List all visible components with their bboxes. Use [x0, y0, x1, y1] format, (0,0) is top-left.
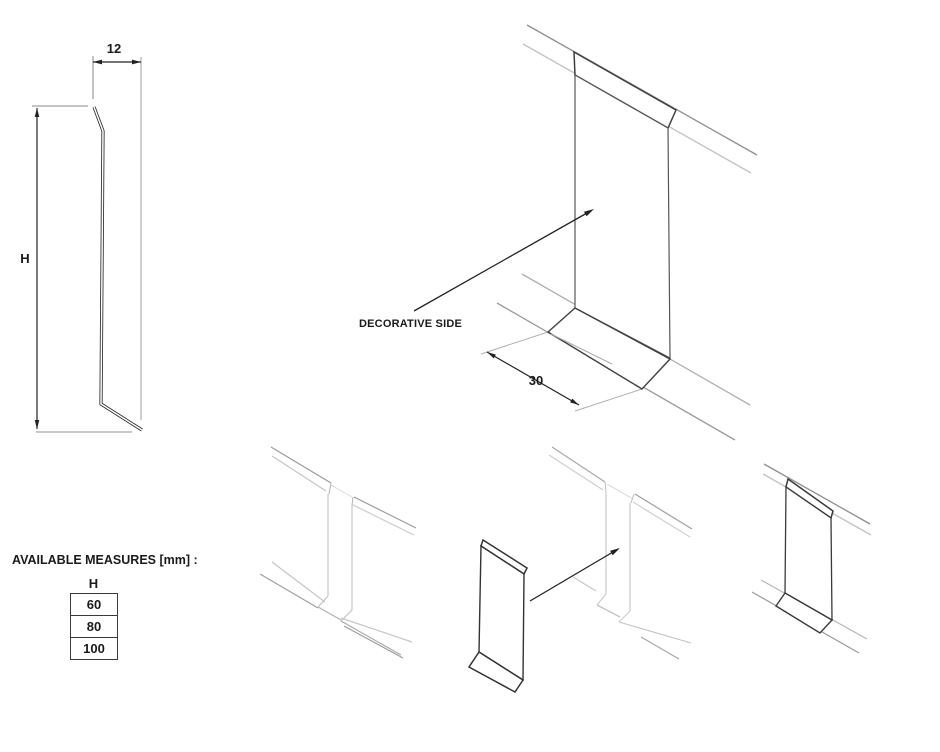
skirting-top-edge	[270, 446, 332, 484]
skirting-top-edge	[634, 493, 693, 530]
measures-row: 80	[71, 615, 117, 637]
foot-edge	[317, 606, 342, 621]
floor-line	[343, 625, 404, 659]
installation-step-view	[467, 446, 693, 693]
isometric-main-view: 30 DECORATIVE SIDE	[359, 24, 758, 441]
foot-edge	[596, 593, 607, 606]
profile-end-kink	[630, 493, 635, 504]
profile-cross-section-view: 12 H	[20, 41, 143, 433]
measures-row: 60	[86, 597, 102, 612]
profile-front-face	[574, 73, 671, 359]
joint-gap-view	[259, 446, 417, 659]
arrowhead-left-icon	[93, 59, 102, 65]
arrowhead-icon	[610, 548, 620, 556]
measures-row: 100	[71, 637, 117, 659]
cover-piece-foot	[467, 650, 525, 693]
floor-line	[572, 576, 597, 592]
arrowhead-down-icon	[34, 420, 40, 429]
exposed-wall-edge	[330, 484, 353, 498]
measures-title: AVAILABLE MEASURES [mm] :	[12, 553, 198, 567]
skirting-edge	[352, 504, 415, 536]
profile-core	[93, 106, 143, 431]
skirting-edge	[548, 454, 604, 491]
arrowhead-left-icon	[487, 352, 496, 359]
profile-end-kink	[351, 496, 354, 507]
floor-line	[259, 573, 319, 609]
dimension-line	[486, 351, 580, 406]
placement-arrow-line	[529, 551, 614, 602]
profile-end-kink	[328, 482, 332, 495]
available-measures-block: AVAILABLE MEASURES [mm] : H 60 80 100	[12, 553, 212, 660]
profile-end-kink	[604, 481, 607, 493]
extension-line	[480, 331, 549, 355]
foot-fold-line	[550, 333, 613, 365]
profile-foot-face	[546, 307, 672, 390]
foot-edge	[596, 604, 621, 618]
floor-line	[640, 636, 680, 660]
extension-line	[574, 388, 643, 412]
arrowhead-icon	[584, 209, 594, 217]
floor-line	[340, 617, 413, 643]
depth-dimension-label: 30	[529, 373, 543, 388]
measures-table: 60 80 100	[70, 593, 118, 660]
exposed-wall-edge	[606, 483, 634, 500]
foot-edge	[317, 595, 329, 608]
skirting-top-edge	[763, 463, 871, 525]
skirting-edge	[271, 455, 327, 492]
width-dimension-label: 12	[107, 41, 121, 56]
arrowhead-right-icon	[132, 59, 141, 65]
height-dimension-label: H	[20, 251, 29, 266]
foot-edge	[618, 621, 692, 644]
skirting-top-edge	[353, 496, 417, 529]
skirting-edge	[632, 501, 691, 538]
skirting-top-edge	[551, 446, 606, 483]
floor-line	[271, 561, 326, 603]
foot-edge	[618, 610, 631, 623]
leader-line	[413, 212, 588, 312]
foot-edge	[340, 620, 402, 656]
decorative-side-label: DECORATIVE SIDE	[359, 318, 462, 330]
arrowhead-right-icon	[570, 398, 579, 405]
measures-column-header: H	[88, 576, 99, 591]
arrowhead-up-icon	[34, 108, 40, 117]
cover-piece-foot	[775, 592, 834, 634]
installed-result-view	[751, 463, 872, 654]
